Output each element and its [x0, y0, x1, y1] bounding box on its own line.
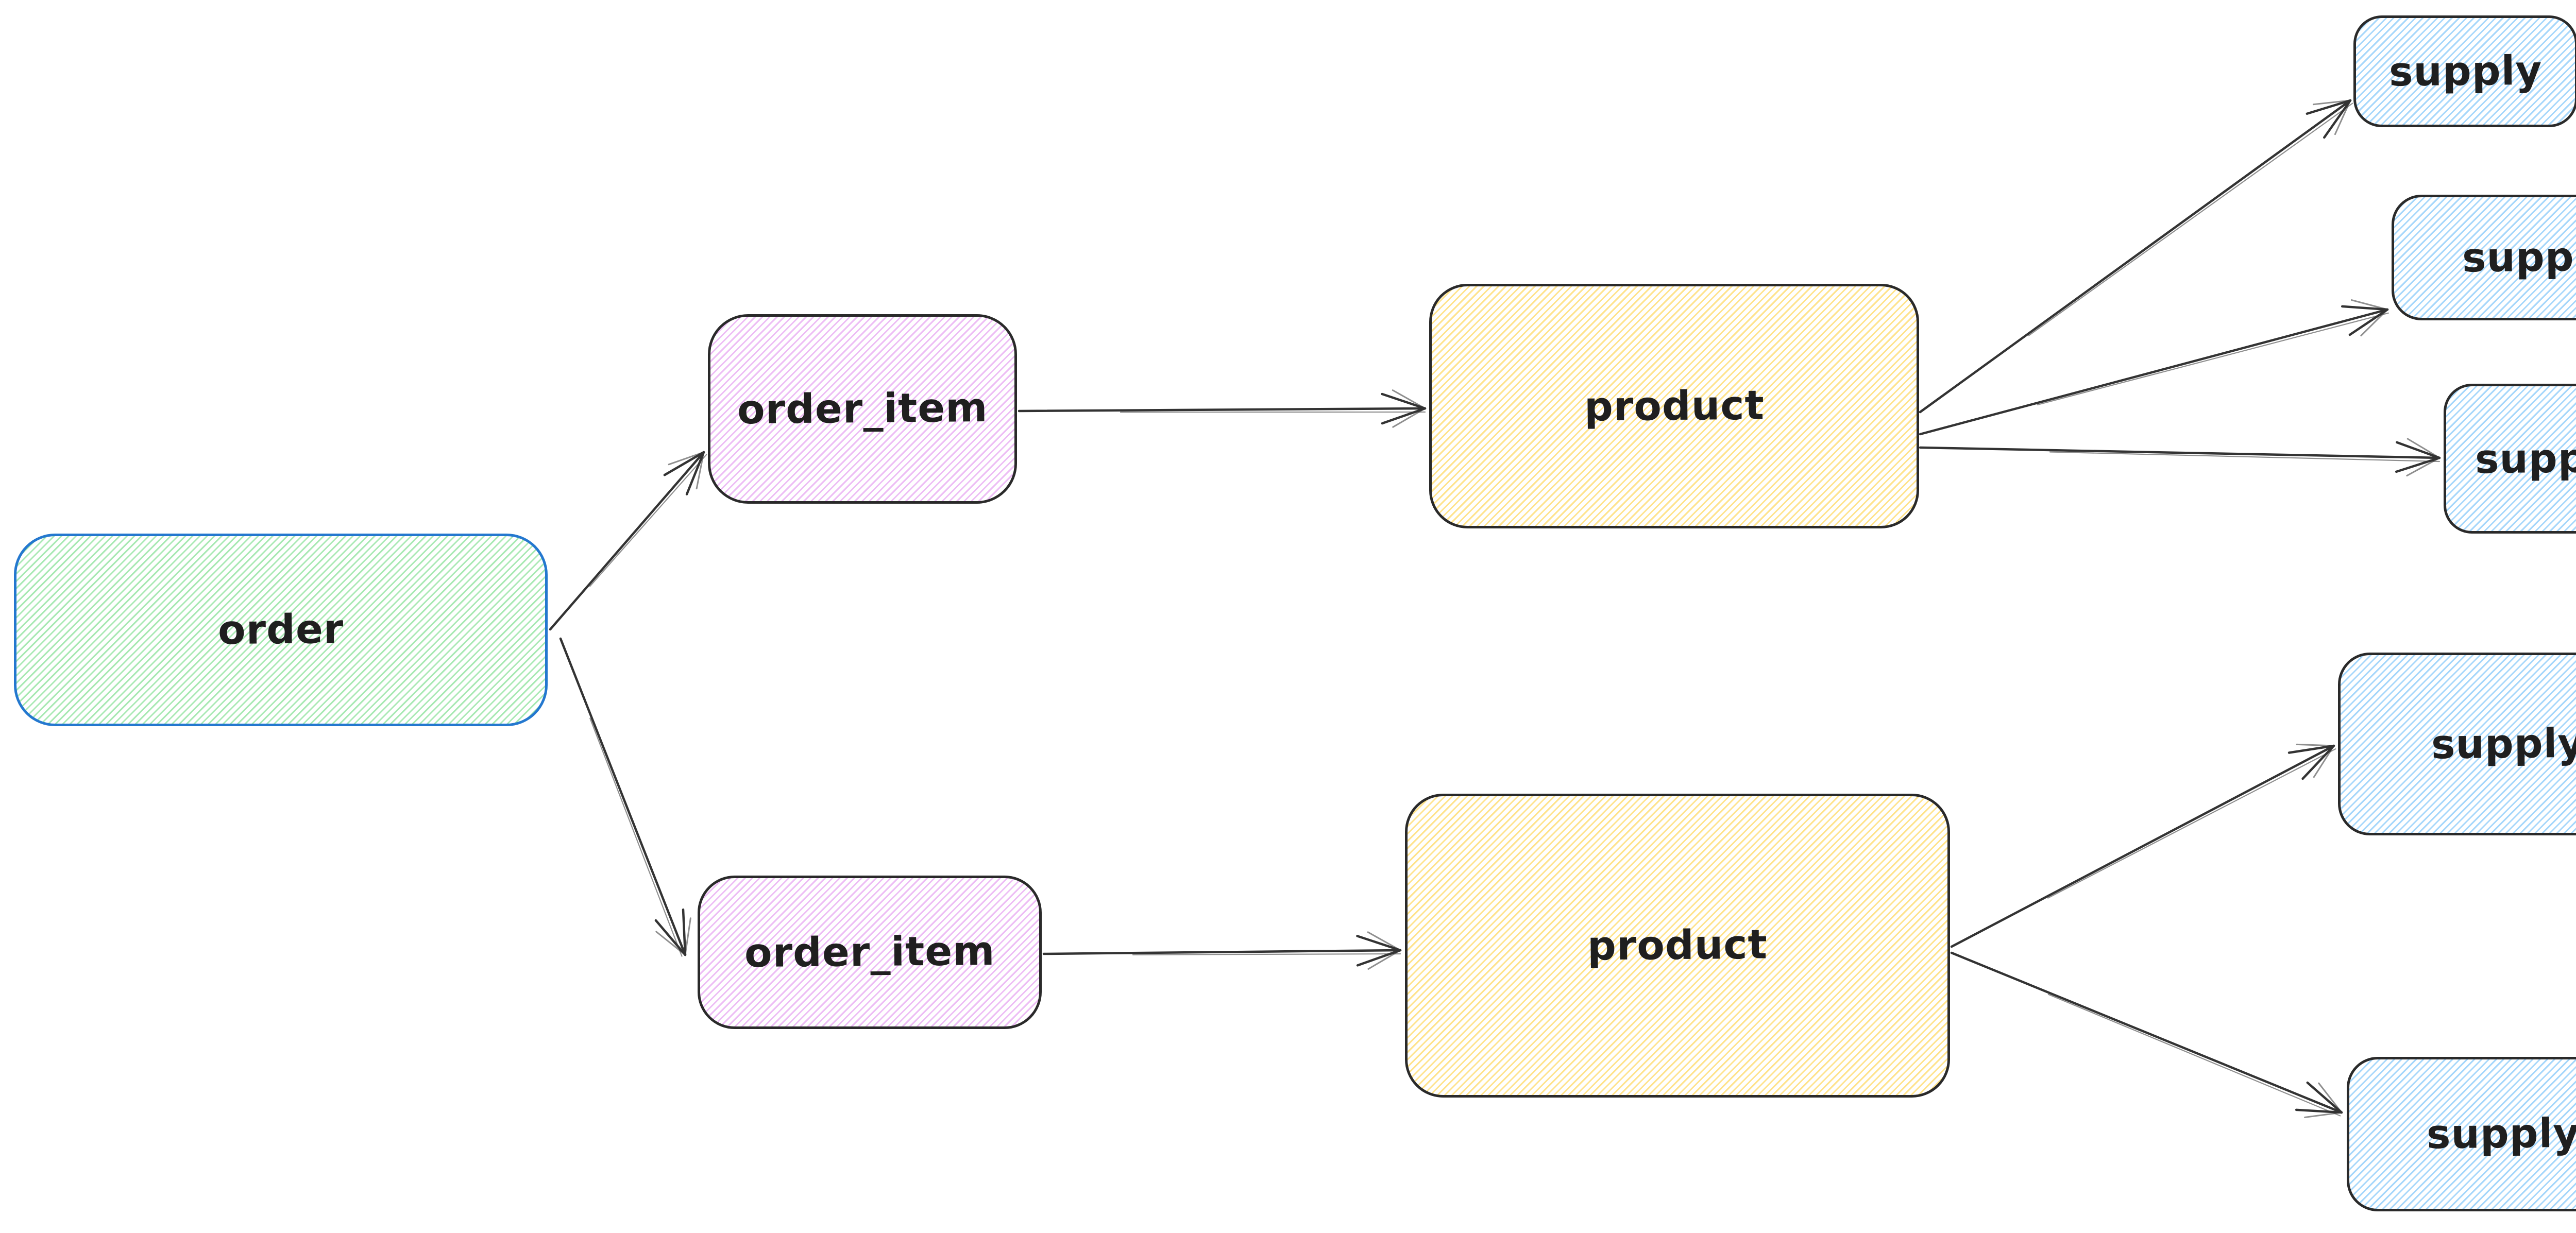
node-order-item-top[interactable]: order_item [708, 314, 1017, 504]
node-supply-2[interactable]: supply [2392, 195, 2576, 320]
node-label: supply [2427, 1110, 2576, 1158]
edge-product-bottom-to-supply-5[interactable] [1950, 951, 2343, 1118]
node-label: order [217, 606, 344, 654]
edge-product-top-to-supply-2[interactable] [1919, 299, 2389, 436]
node-label: supply [2475, 435, 2576, 483]
edge-product-top-to-supply-1[interactable] [1919, 99, 2353, 414]
node-product-top[interactable]: product [1429, 284, 1919, 528]
node-label: supply [2431, 720, 2576, 768]
node-product-bottom[interactable]: product [1405, 794, 1950, 1098]
node-label: product [1587, 921, 1768, 970]
node-supply-4[interactable]: supply [2338, 653, 2576, 835]
edge-order-item-bottom-to-product-bottom[interactable] [1042, 931, 1402, 970]
edge-order-to-order-item-top[interactable] [549, 451, 707, 631]
node-label: supply [2462, 233, 2576, 282]
edge-product-top-to-supply-3[interactable] [1919, 438, 2441, 477]
node-label: product [1584, 382, 1765, 431]
edge-order-to-order-item-bottom[interactable] [559, 637, 691, 957]
node-supply-3[interactable]: supply [2444, 384, 2576, 534]
node-label: order_item [737, 384, 988, 434]
edge-product-bottom-to-supply-4[interactable] [1950, 743, 2336, 948]
edge-order-item-top-to-product-top[interactable] [1018, 389, 1427, 428]
node-order-item-bottom[interactable]: order_item [698, 876, 1042, 1029]
node-supply-5[interactable]: supply [2347, 1057, 2576, 1211]
node-label: order_item [744, 928, 995, 977]
node-order[interactable]: order [14, 534, 548, 726]
node-label: supply [2388, 47, 2543, 95]
node-supply-1[interactable]: supply [2353, 15, 2576, 127]
